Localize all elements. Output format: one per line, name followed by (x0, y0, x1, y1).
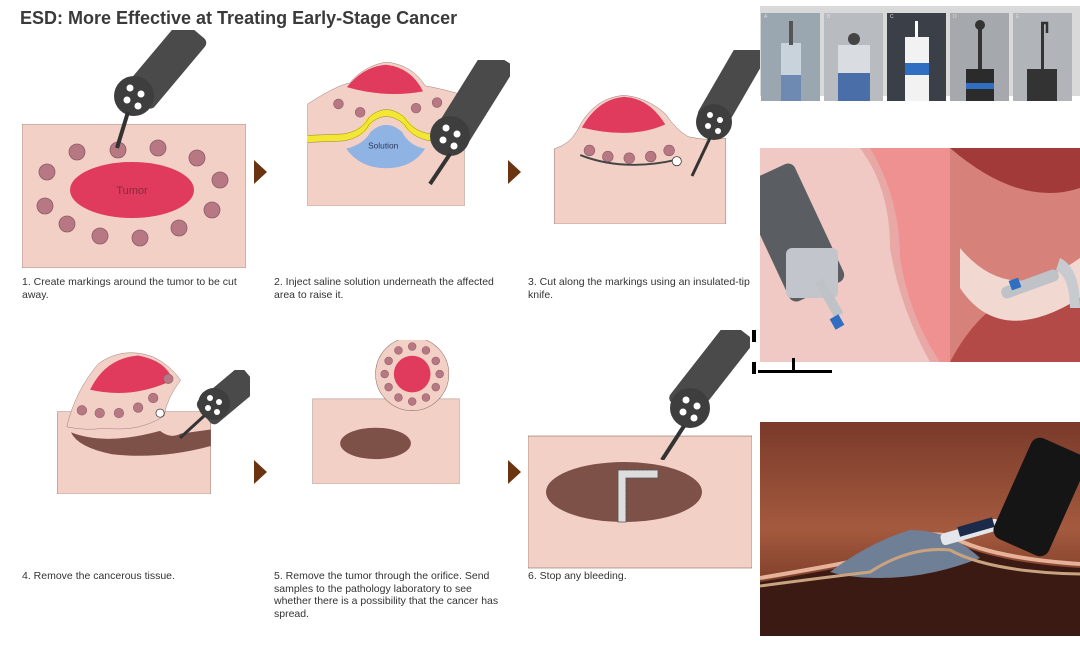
step-3-caption: 3. Cut along the markings using an insul… (528, 276, 750, 301)
step-1-illustration: Tumor (22, 124, 246, 268)
device-photo-e: E (1013, 13, 1072, 101)
arrow-5-6 (508, 460, 521, 484)
arrow-1-2 (254, 160, 267, 184)
step-1-caption: 1. Create markings around the tumor to b… (22, 276, 237, 301)
endoscope-1 (114, 30, 207, 149)
step-4-illustration (22, 350, 246, 494)
endoscopic-knife-photo (760, 148, 1080, 362)
step-4-caption: 4. Remove the cancerous tissue. (22, 570, 175, 582)
step-3-illustration (528, 80, 752, 224)
step-5-caption: 5. Remove the tumor through the orifice.… (274, 570, 499, 620)
step-6-caption: 6. Stop any bleeding. (528, 570, 627, 582)
device-photo-a: A (761, 13, 820, 101)
step-2-caption: 2. Inject saline solution underneath the… (274, 276, 494, 301)
device-photo-strip: A B C D E (760, 6, 1080, 101)
endoscope-4 (178, 370, 250, 440)
step-6-illustration (528, 430, 752, 574)
tumor-label: Tumor (116, 185, 148, 197)
endoscope-2 (428, 60, 510, 186)
arrow-4-5 (254, 460, 267, 484)
endoscope-6 (660, 330, 750, 460)
page-title: ESD: More Effective at Treating Early-St… (20, 8, 458, 28)
step-5-illustration (274, 340, 498, 484)
submucosal-dissection-render (760, 422, 1080, 636)
solution-label: Solution (368, 141, 399, 151)
device-photo-b: B (824, 13, 883, 101)
step-2-illustration: Solution (274, 62, 498, 206)
device-photo-d: D (950, 13, 1009, 101)
device-photo-c: C (887, 13, 946, 101)
divider-glyph (752, 330, 832, 374)
endoscope-3 (690, 50, 760, 177)
arrow-2-3 (508, 160, 521, 184)
